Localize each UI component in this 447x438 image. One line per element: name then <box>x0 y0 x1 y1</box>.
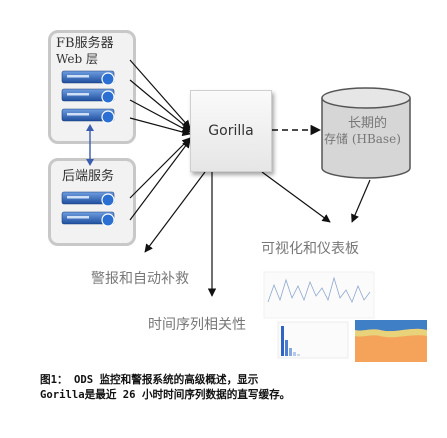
caption-line1: 图1： ODS 监控和警报系统的高级概述，显示 <box>40 374 259 386</box>
server-icon <box>61 211 115 227</box>
histogram-thumbnail-icon <box>277 321 349 359</box>
timeseries-thumbnail-icon <box>263 271 375 319</box>
server-icon <box>61 88 115 104</box>
arrow-server-3-to-gorilla <box>129 99 191 133</box>
server-icon <box>61 70 115 86</box>
arrow-server-6-to-gorilla <box>129 139 191 221</box>
heatmap-thumbnail-icon <box>355 320 427 362</box>
label-viz: 可视化和仪表板 <box>261 241 359 257</box>
frontend-panel <box>48 30 136 144</box>
hbase-label-line2: 存储 (HBase) <box>324 132 401 146</box>
arrow-server-4-to-gorilla <box>129 117 191 137</box>
arrow-server-5-to-gorilla <box>129 137 191 199</box>
arrow-hbase-to-viz <box>351 179 371 223</box>
hbase-label-line1: 长期的 <box>348 116 388 131</box>
figure-caption: 图1： ODS 监控和警报系统的高级概述，显示 Gorilla是最近 26 小时… <box>40 373 290 403</box>
frontend-backend-connector <box>86 124 94 166</box>
backend-panel-title: 后端服务 <box>62 169 115 184</box>
arrow-server-2-to-gorilla <box>129 79 191 131</box>
label-alert: 警报和自动补救 <box>91 271 189 287</box>
label-corr: 时间序列相关性 <box>148 317 246 333</box>
caption-line2: Gorilla是最近 26 小时时间序列数据的直写缓存。 <box>40 389 291 401</box>
hbase-cylinder-icon <box>321 87 411 179</box>
server-icon <box>61 108 115 124</box>
server-icon <box>61 191 115 207</box>
frontend-panel-title: FB服务器 <box>56 36 114 51</box>
frontend-panel-sublabel: Web 层 <box>56 52 98 66</box>
arrow-gorilla-to-viz <box>261 171 331 223</box>
arrow-gorilla-to-alert <box>144 171 206 253</box>
gorilla-node: Gorilla <box>190 90 272 172</box>
arrow-server-1-to-gorilla <box>129 59 191 129</box>
gorilla-label: Gorilla <box>208 123 254 139</box>
